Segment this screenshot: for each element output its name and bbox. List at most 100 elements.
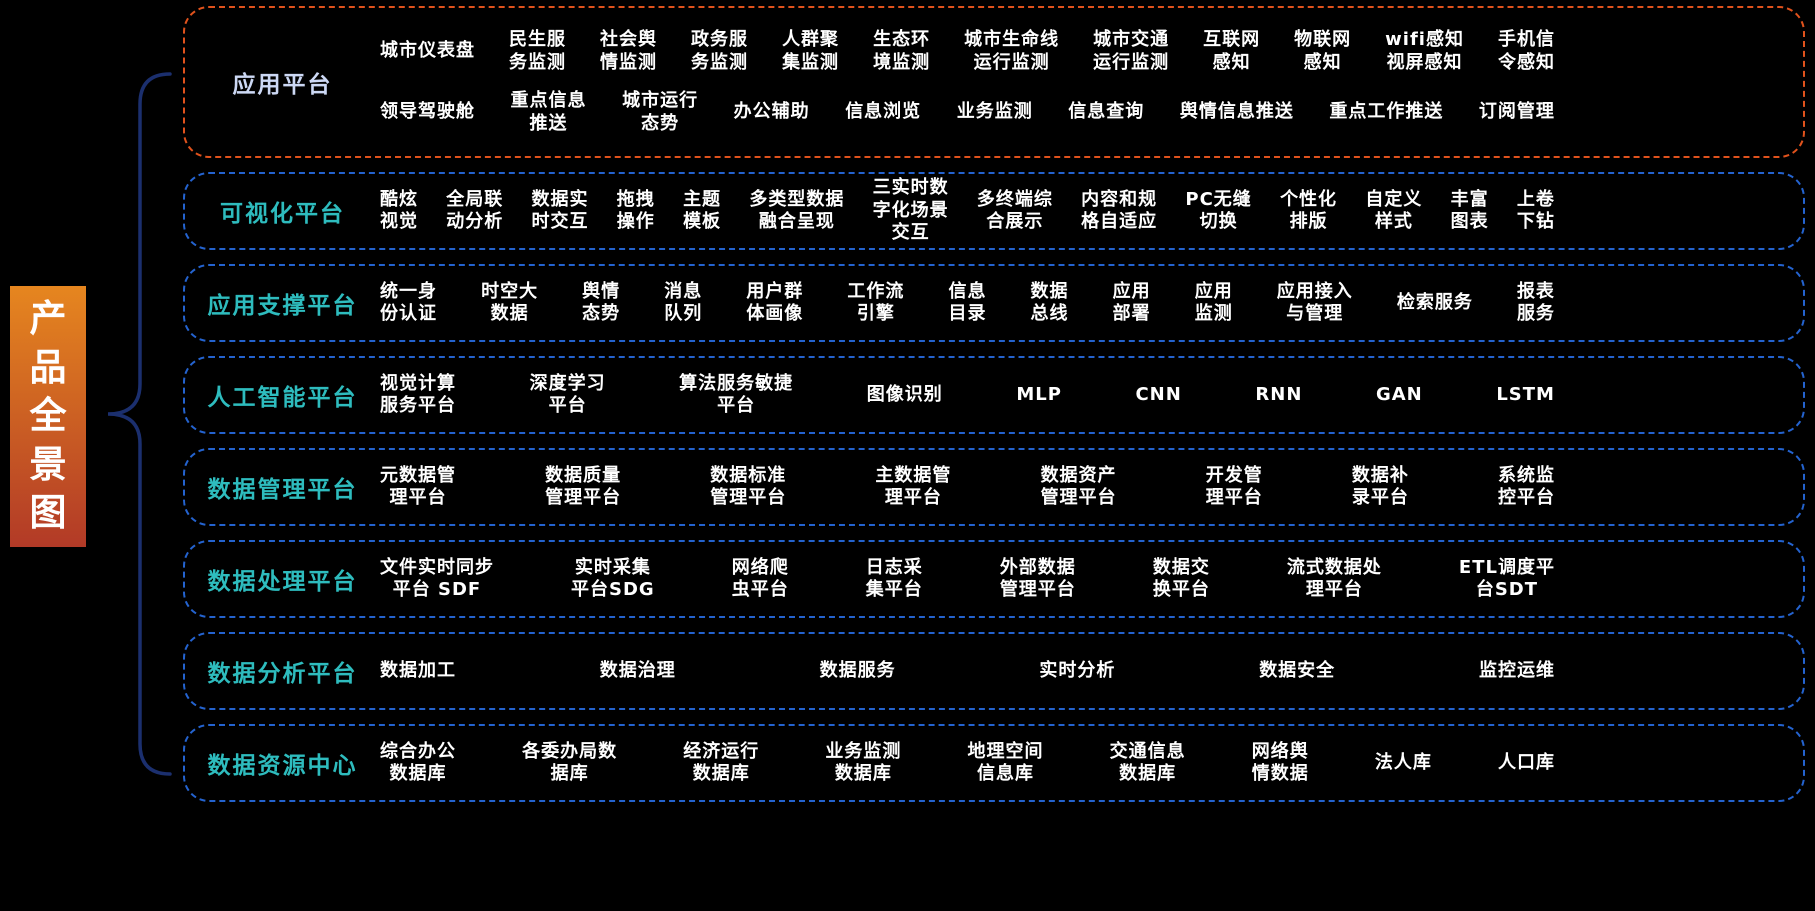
platform-item: 订阅管理 [1478, 101, 1555, 123]
platform-item: 数据安全 [1259, 659, 1336, 681]
row-data-analysis-platform: 数据分析平台数据加工数据治理数据服务实时分析数据安全监控运维 [183, 632, 1805, 710]
platform-item: 政务服 务监测 [691, 29, 749, 73]
platform-item: 经济运行 数据库 [683, 740, 760, 785]
platform-item: 全局联 动分析 [446, 188, 504, 233]
row-label-data-management-platform: 数据管理平台 [207, 477, 358, 503]
platform-item: 领导驾驶舱 [380, 101, 475, 123]
platform-item: 视觉计算 服务平台 [380, 372, 456, 417]
row-label-app-platform: 应用平台 [232, 72, 333, 98]
platform-item: 数据治理 [599, 659, 676, 681]
left-brace [88, 52, 188, 796]
row-label-data-processing-platform: 数据处理平台 [207, 569, 358, 595]
platform-item: 拖拽 操作 [616, 188, 655, 233]
platform-item: 主题 模板 [683, 188, 722, 233]
platform-item: 网络爬 虫平台 [731, 556, 789, 601]
side-title-char: 全 [29, 394, 67, 438]
platform-item: 多类型数据 融合呈现 [749, 188, 845, 233]
platform-item: 互联网 感知 [1203, 29, 1261, 73]
items-line: 城市仪表盘民生服 务监测社会舆 情监测政务服 务监测人群聚 集监测生态环 境监测… [380, 29, 1555, 74]
platform-item: 数据 总线 [1030, 280, 1069, 325]
platform-item: 物联网 感知 [1294, 29, 1352, 73]
platform-item: 数据资产 管理平台 [1040, 464, 1117, 509]
side-title-char: 品 [29, 345, 67, 389]
platform-item: ETL调度平 台SDT [1458, 556, 1555, 601]
platform-item: 实时分析 [1039, 659, 1116, 681]
platform-item: 网络舆 情数据 [1251, 740, 1309, 785]
platform-item: 报表 服务 [1516, 280, 1555, 325]
platform-item: LSTM [1496, 383, 1555, 405]
platform-item: 深度学习 平台 [529, 372, 606, 417]
row-label-ai-platform: 人工智能平台 [207, 385, 358, 411]
platform-item: 数据标准 管理平台 [710, 464, 787, 509]
platform-item: 工作流 引擎 [847, 280, 905, 325]
items-line: 领导驾驶舱重点信息 推送城市运行 态势办公辅助信息浏览业务监测信息查询舆情信息推… [380, 90, 1555, 135]
platform-item: 主数据管 理平台 [875, 464, 952, 509]
platform-item: 数据质量 管理平台 [545, 464, 622, 509]
platform-item: MLP [1016, 383, 1062, 405]
platform-item: 检索服务 [1396, 291, 1473, 313]
platform-item: 业务监测 数据库 [825, 740, 902, 785]
platform-item: 算法服务敏捷 平台 [679, 372, 794, 417]
platform-item: 监控运维 [1478, 659, 1555, 681]
platform-item: 应用 部署 [1112, 280, 1151, 325]
platform-item: 交通信息 数据库 [1109, 740, 1186, 785]
platform-item: 社会舆 情监测 [600, 29, 658, 73]
platform-item: 办公辅助 [733, 101, 810, 123]
row-label-data-resource-center: 数据资源中心 [207, 753, 358, 779]
platform-item: 应用 监测 [1194, 280, 1233, 325]
platform-item: 内容和规 格自适应 [1081, 188, 1158, 233]
platform-item: 法人库 [1374, 751, 1432, 773]
platform-item: RNN [1255, 383, 1303, 405]
platform-item: PC无缝 切换 [1185, 188, 1252, 233]
platform-item: 上卷 下钻 [1516, 188, 1555, 233]
items-area: 酷炫 视觉全局联 动分析数据实 时交互拖拽 操作主题 模板多类型数据 融合呈现三… [380, 177, 1555, 245]
platform-item: 生态环 境监测 [873, 29, 931, 73]
platform-item: 个性化 排版 [1280, 188, 1338, 233]
rows-container: 应用平台 城市仪表盘民生服 务监测社会舆 情监测政务服 务监测人群聚 集监测生态环… [183, 6, 1805, 802]
platform-item: 丰富 图表 [1450, 188, 1489, 233]
platform-item: 各委办局数 据库 [522, 740, 618, 785]
row-label-visualization-platform: 可视化平台 [220, 201, 345, 227]
platform-item: 信息 目录 [948, 280, 987, 325]
platform-item: 业务监测 [956, 101, 1033, 123]
platform-item: 开发管 理平台 [1205, 464, 1263, 509]
row-visualization-platform: 可视化平台 酷炫 视觉全局联 动分析数据实 时交互拖拽 操作主题 模板多类型数据 … [183, 172, 1805, 250]
platform-item: 综合办公 数据库 [380, 740, 456, 785]
items-line: 酷炫 视觉全局联 动分析数据实 时交互拖拽 操作主题 模板多类型数据 融合呈现三… [380, 177, 1555, 245]
items-line: 综合办公 数据库 各委办局数 据库 经济运行 数据库 业务监测 数据库 地理空间 信息库… [380, 741, 1555, 786]
side-title: 产品全景图 [10, 286, 86, 547]
platform-item: 地理空间 信息库 [967, 740, 1044, 785]
platform-item: 文件实时同步 平台 SDF [380, 556, 494, 601]
platform-item: 用户群 体画像 [746, 280, 804, 325]
platform-item: 多终端综 合展示 [976, 188, 1053, 233]
side-title-char: 产 [29, 297, 67, 340]
platform-item: 时空大 数据 [481, 280, 539, 325]
platform-item: 数据补 录平台 [1351, 464, 1409, 509]
platform-item: 应用接入 与管理 [1276, 280, 1353, 325]
platform-item: 自定义 样式 [1365, 188, 1423, 233]
row-data-management-platform: 数据管理平台元数据管 理平台数据质量 管理平台数据标准 管理平台主数据管 理平台… [183, 448, 1805, 526]
row-app-support-platform: 应用支撑平台统一身 份认证时空大 数据舆情 态势消息 队列用户群 体画像工作流 … [183, 264, 1805, 342]
platform-item: CNN [1135, 383, 1182, 405]
row-label-app-support-platform: 应用支撑平台 [207, 293, 358, 319]
platform-item: 数据加工 [380, 659, 456, 681]
platform-item: 三实时数 字化场景 交互 [872, 177, 949, 244]
platform-item: 城市运行 态势 [622, 90, 699, 134]
items-area: 城市仪表盘民生服 务监测社会舆 情监测政务服 务监测人群聚 集监测生态环 境监测… [380, 29, 1555, 135]
row-ai-platform: 人工智能平台视觉计算 服务平台 深度学习 平台 算法服务敏捷 平台 图像识别 MLP CN… [183, 356, 1805, 434]
row-label-data-analysis-platform: 数据分析平台 [207, 661, 358, 687]
platform-item: 数据交 换平台 [1152, 556, 1210, 601]
platform-item: 图像识别 [866, 383, 943, 405]
platform-item: 手机信 令感知 [1497, 29, 1555, 73]
platform-item: 统一身 份认证 [380, 280, 437, 325]
platform-item: 民生服 务监测 [509, 29, 567, 73]
platform-item: 流式数据处 理平台 [1286, 556, 1382, 601]
platform-item: 日志采 集平台 [865, 556, 923, 601]
platform-item: 重点工作推送 [1329, 101, 1444, 123]
platform-item: 人口库 [1498, 751, 1555, 773]
platform-item: 酷炫 视觉 [380, 188, 418, 233]
